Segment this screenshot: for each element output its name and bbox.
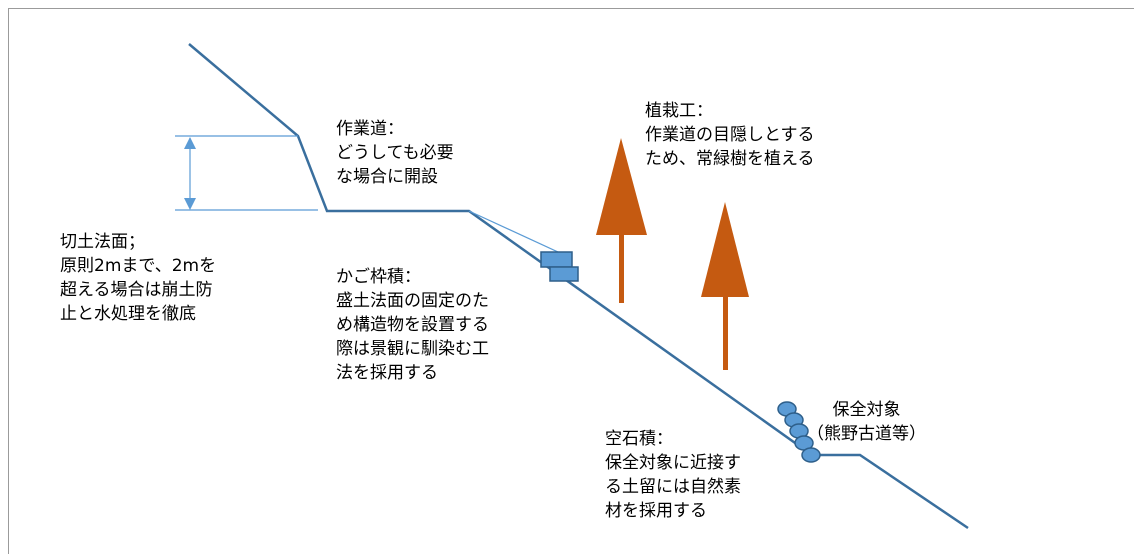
tree-icon: [596, 138, 647, 303]
dry-stone-icon: [777, 401, 821, 463]
gabion-label: かご枠積： 盛土法面の固定のた め構造物を設置する 際は景観に馴染む工 法を採用…: [336, 267, 489, 383]
dimension-arrow-icon: [175, 135, 318, 211]
dry-stone-label: 空石積： 保全対象に近接す る土留には自然素 材を採用する: [605, 429, 741, 521]
fill-slope-line: [468, 210, 572, 259]
tree-icon: [701, 202, 749, 370]
ground-profile-line: [188, 43, 969, 530]
diagram-frame: [8, 8, 1134, 554]
planting-label: 植栽工： 作業道の目隠しとする ため、常緑樹を植える: [645, 101, 815, 169]
protected-target-label: 保全対象 （熊野古道等）: [807, 400, 926, 444]
work-road-label: 作業道： どうしても必要 な場合に開設: [336, 119, 454, 187]
gabion-box-icon: [540, 251, 579, 282]
cut-slope-label: 切土法面； 原則2mまで、2mを 超える場合は崩土防 止と水処理を徹底: [60, 232, 217, 324]
